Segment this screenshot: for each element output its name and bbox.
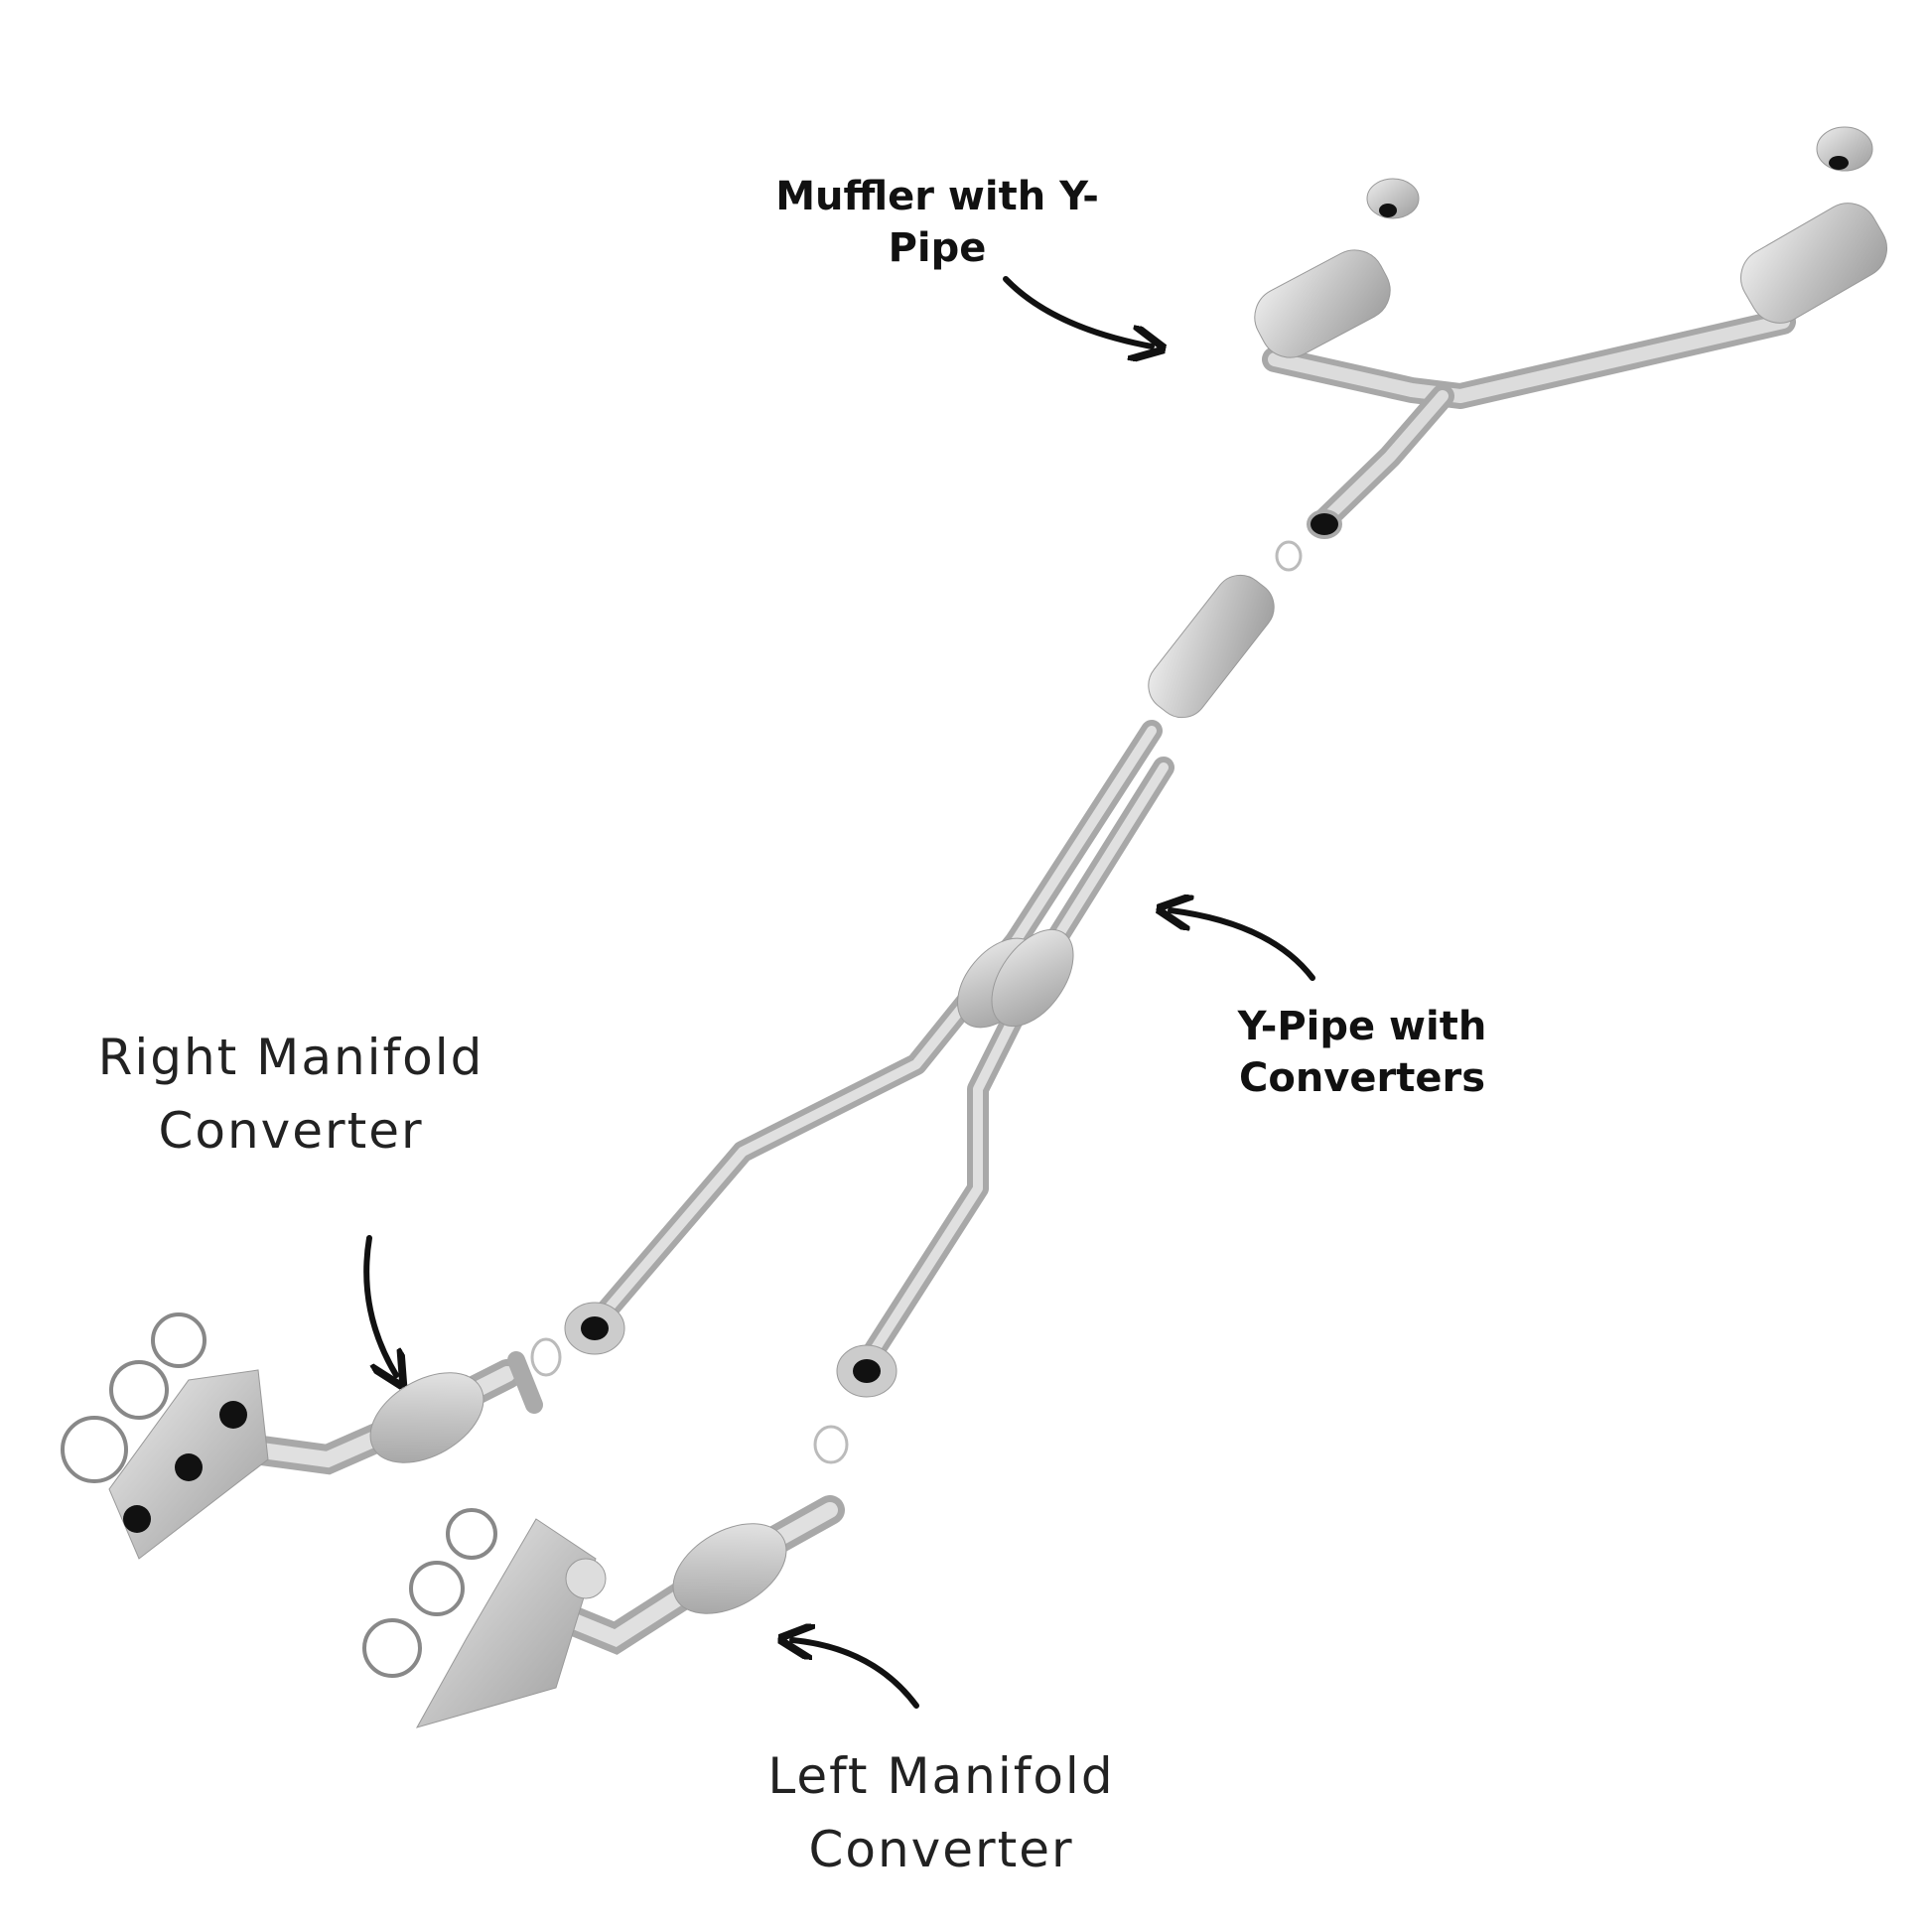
callout-arrows — [363, 276, 1315, 1709]
arrow-left-manifold — [792, 1640, 919, 1709]
arrow-right-manifold — [363, 1235, 396, 1375]
arrow-y-pipe — [1171, 910, 1315, 981]
y-pipe-with-converters — [530, 574, 1275, 1464]
label-line: Converter — [808, 1821, 1074, 1878]
label-line: Right Manifold — [97, 1029, 484, 1086]
label-line: Converter — [158, 1102, 424, 1160]
label-y-pipe-with-converters: Y-Pipe with Converters — [1164, 1001, 1561, 1104]
muffler-y-pipe-assembly — [1254, 126, 1887, 572]
arrow-muffler — [1003, 276, 1152, 346]
label-line: Left Manifold — [767, 1747, 1115, 1805]
label-line: Pipe — [888, 225, 987, 271]
label-line: Y-Pipe with — [1237, 1004, 1487, 1049]
right-manifold-converter — [61, 1312, 543, 1560]
left-manifold-converter — [362, 1495, 845, 1728]
label-line: Muffler with Y- — [775, 174, 1099, 219]
label-right-manifold-converter: Right Manifold Converter — [43, 1021, 539, 1168]
label-muffler-with-y-pipe: Muffler with Y- Pipe — [739, 171, 1136, 274]
label-line: Converters — [1238, 1055, 1486, 1101]
label-left-manifold-converter: Left Manifold Converter — [693, 1739, 1189, 1886]
